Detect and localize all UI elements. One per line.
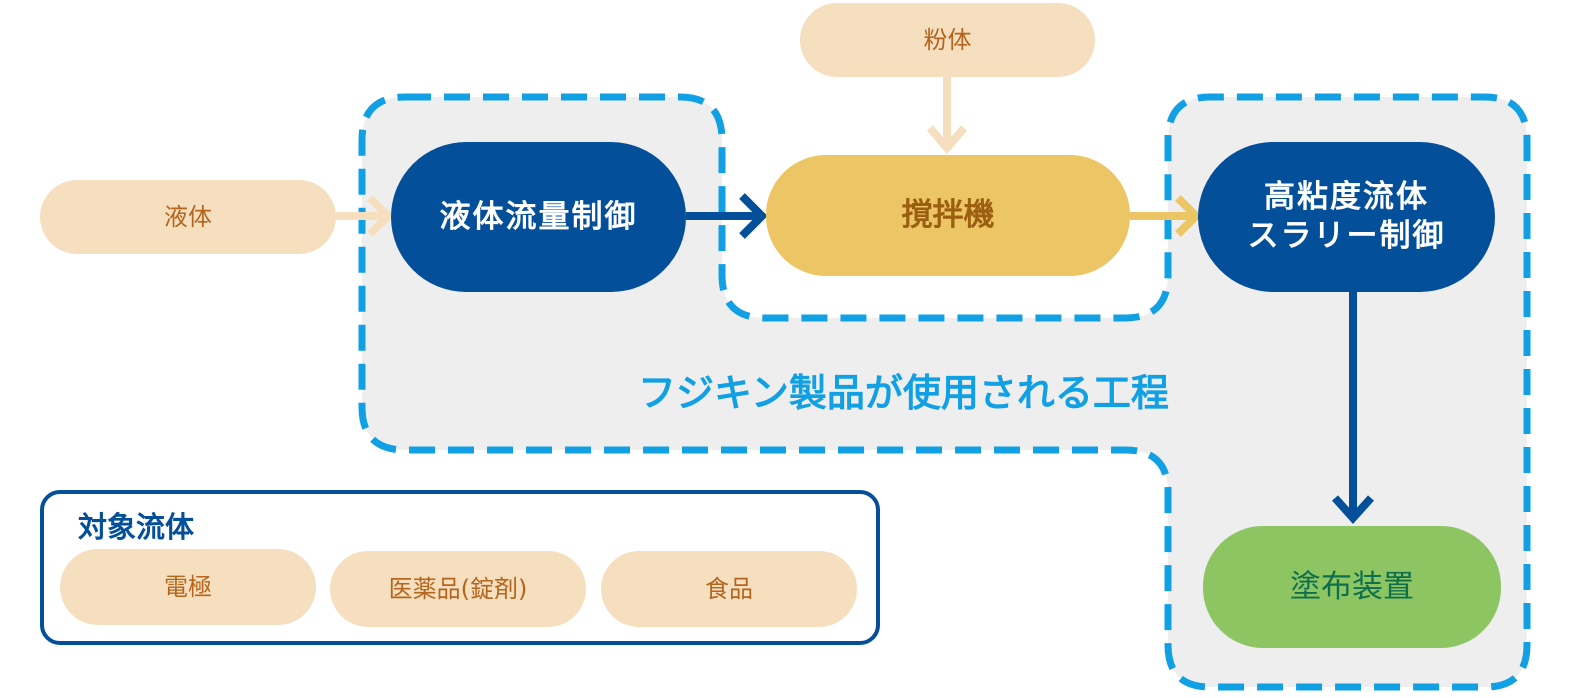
target-fluid-item-label: 食品 <box>705 575 753 603</box>
arrow-mixer-to-slurry-control <box>1130 195 1202 237</box>
target-fluids-legend: 対象流体 電極 医薬品(錠剤) 食品 <box>40 490 880 645</box>
arrow-flow-control-to-mixer <box>686 193 768 239</box>
target-fluid-item: 食品 <box>601 551 857 627</box>
node-slurry-control-label-line1: 高粘度流体 <box>1264 179 1429 216</box>
node-powder-label: 粉体 <box>923 26 972 54</box>
node-liquid-flow-control: 液体流量制御 <box>391 142 686 292</box>
arrow-slurry-control-to-coating <box>1332 292 1374 524</box>
target-fluid-item-label: 医薬品(錠剤) <box>388 575 528 603</box>
node-coating-device: 塗布装置 <box>1203 526 1501 648</box>
node-mixer-label: 撹拌機 <box>901 197 995 234</box>
node-powder: 粉体 <box>800 3 1095 77</box>
node-mixer: 撹拌機 <box>766 155 1130 276</box>
node-liquid-label: 液体 <box>164 203 212 231</box>
target-fluid-item: 電極 <box>60 549 316 625</box>
arrow-liquid-to-flow-control <box>336 195 394 237</box>
target-fluid-item-label: 電極 <box>164 573 212 601</box>
node-coating-device-label: 塗布装置 <box>1290 568 1414 605</box>
region-caption: フジキン製品が使用される工程 <box>638 371 1169 415</box>
arrow-powder-to-mixer <box>926 77 968 155</box>
target-fluid-item: 医薬品(錠剤) <box>330 551 586 627</box>
node-slurry-control: 高粘度流体 スラリー制御 <box>1198 142 1495 292</box>
node-liquid: 液体 <box>40 180 336 254</box>
node-liquid-flow-control-label: 液体流量制御 <box>439 198 638 235</box>
node-slurry-control-label-line2: スラリー制御 <box>1247 218 1446 254</box>
target-fluids-title: 対象流体 <box>78 510 195 544</box>
